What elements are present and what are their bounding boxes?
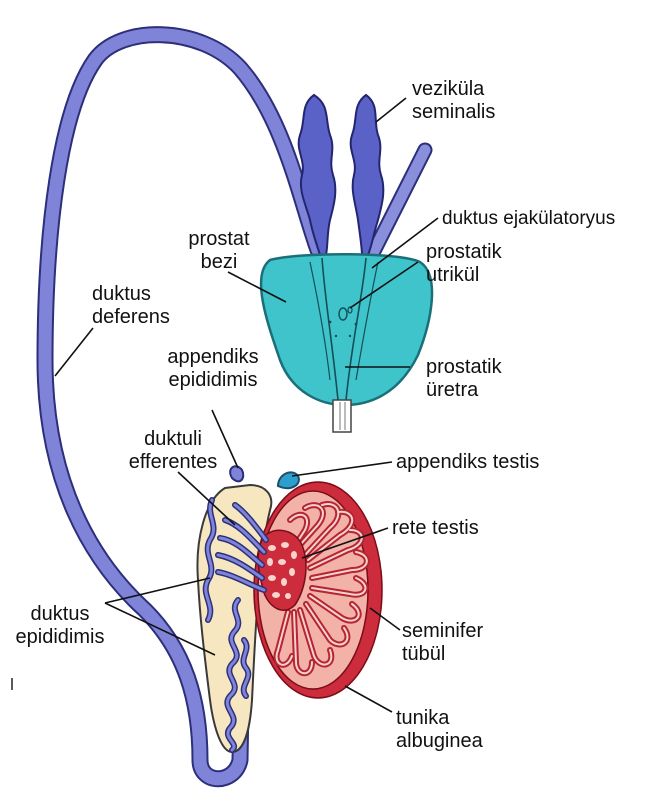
label-prostat-bezi-line2: bezi bbox=[178, 251, 260, 274]
label-appendiks-testis: appendiks testis bbox=[396, 451, 539, 474]
label-vezikula-seminalis-line2: seminalis bbox=[412, 101, 495, 124]
label-prostatik-utrikul-line2: utrikül bbox=[426, 264, 502, 287]
label-duktus-ejakulatoryus: duktus ejakülatoryus bbox=[442, 207, 615, 230]
prostat-bezi-gland bbox=[261, 254, 432, 432]
label-prostat-bezi: prostat bezi bbox=[178, 228, 260, 274]
label-prostat-bezi-line1: prostat bbox=[178, 228, 260, 251]
label-vezikula-seminalis: veziküla seminalis bbox=[412, 78, 495, 124]
label-duktus-ejakulatoryus-text: duktus ejakülatoryus bbox=[442, 207, 615, 230]
label-rete-testis-text: rete testis bbox=[392, 517, 479, 540]
label-vezikula-seminalis-line1: veziküla bbox=[412, 78, 495, 101]
label-seminifer-tubul-line2: tübül bbox=[402, 643, 483, 666]
label-appendiks-epididimis-line2: epididimis bbox=[152, 369, 274, 392]
label-prostatik-uretra: prostatik üretra bbox=[426, 356, 502, 402]
label-seminifer-tubul-line1: seminifer bbox=[402, 620, 483, 643]
label-seminifer-tubul: seminifer tübül bbox=[402, 620, 483, 666]
appendiks-epididimis-shape bbox=[230, 466, 243, 481]
label-duktuli-efferentes-line1: duktuli bbox=[122, 428, 224, 451]
label-duktus-epididimis-line1: duktus bbox=[12, 603, 108, 626]
label-rete-testis: rete testis bbox=[392, 517, 479, 540]
label-duktus-epididimis: duktus epididimis bbox=[12, 603, 108, 649]
label-prostatik-uretra-line1: prostatik bbox=[426, 356, 502, 379]
label-prostatik-utrikul-line1: prostatik bbox=[426, 241, 502, 264]
label-duktus-deferens-line2: deferens bbox=[92, 306, 170, 329]
label-tunika-albuginea-line2: albuginea bbox=[396, 730, 483, 753]
label-duktus-deferens: duktus deferens bbox=[92, 283, 170, 329]
label-duktus-deferens-line1: duktus bbox=[92, 283, 170, 306]
label-duktuli-efferentes: duktuli efferentes bbox=[122, 428, 224, 474]
label-duktuli-efferentes-line2: efferentes bbox=[122, 451, 224, 474]
label-appendiks-epididimis-line1: appendiks bbox=[152, 346, 274, 369]
label-duktus-epididimis-line2: epididimis bbox=[12, 626, 108, 649]
label-prostatik-uretra-line2: üretra bbox=[426, 379, 502, 402]
label-prostatik-utrikul: prostatik utrikül bbox=[426, 241, 502, 287]
label-tunika-albuginea-line1: tunika bbox=[396, 707, 483, 730]
label-appendiks-testis-text: appendiks testis bbox=[396, 451, 539, 474]
label-tunika-albuginea: tunika albuginea bbox=[396, 707, 483, 753]
label-appendiks-epididimis: appendiks epididimis bbox=[152, 346, 274, 392]
